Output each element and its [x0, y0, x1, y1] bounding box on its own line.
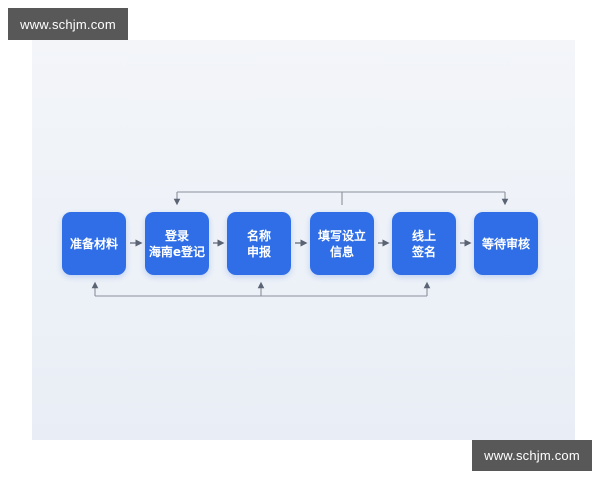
step-label: 信息: [329, 244, 354, 259]
step-name-application: 名称 申报: [227, 212, 291, 275]
step-label: 线上: [411, 228, 436, 243]
step-label: 填写设立: [317, 228, 366, 243]
step-label: 申报: [246, 244, 271, 259]
step-fill-establishment-info: 填写设立 信息: [310, 212, 374, 275]
step-label: 签名: [411, 244, 436, 259]
step-label: 海南e登记: [148, 244, 206, 259]
step-prepare-materials: 准备材料: [62, 212, 126, 275]
watermark-top: www.schjm.com: [8, 8, 128, 40]
step-await-review: 等待审核: [474, 212, 538, 275]
step-login-hainan-e-register: 登录 海南e登记: [145, 212, 209, 275]
watermark-bottom: www.schjm.com: [472, 440, 592, 471]
step-online-signature: 线上 签名: [392, 212, 456, 275]
step-label: 等待审核: [481, 236, 530, 251]
step-label: 登录: [164, 228, 189, 243]
step-label: 名称: [246, 228, 271, 243]
step-label: 准备材料: [69, 236, 118, 251]
